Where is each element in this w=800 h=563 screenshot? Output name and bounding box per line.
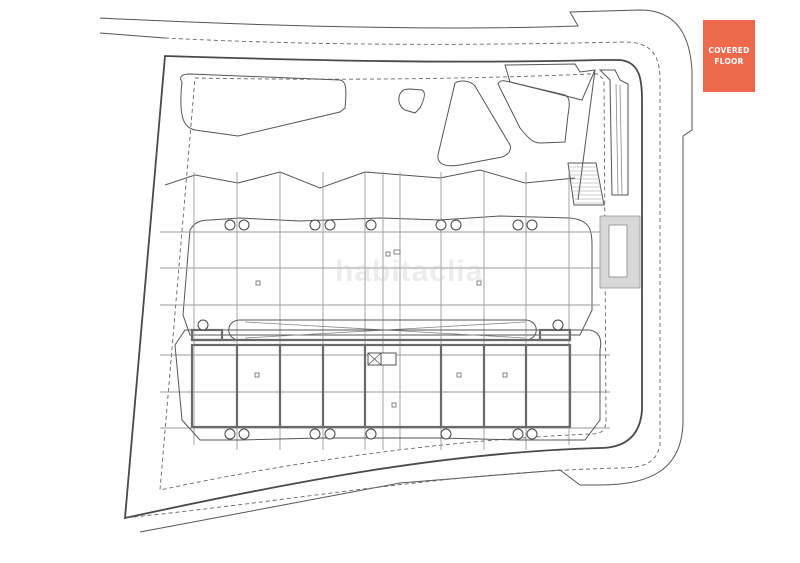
lower-block-outline xyxy=(174,329,602,441)
hatched-core xyxy=(599,215,641,289)
badge-line-1: COVERED xyxy=(708,46,750,55)
badge-line-2: FLOOR xyxy=(714,57,744,66)
elevator-core xyxy=(367,352,397,366)
planter-island-5 xyxy=(504,63,596,101)
planter-island-1 xyxy=(180,73,347,137)
ramp-strip xyxy=(598,69,629,196)
spiral-stairs xyxy=(197,219,564,440)
setback-line-outer xyxy=(123,37,661,519)
unit-walls xyxy=(190,328,572,429)
ramp-strip-lines xyxy=(615,83,623,196)
watermark-text: habitaclia xyxy=(335,255,484,288)
ramp-edge xyxy=(577,69,596,201)
planter-island-2 xyxy=(398,88,425,114)
site-edge-top-left xyxy=(99,32,166,39)
planter-island-3 xyxy=(437,80,511,167)
structural-grid xyxy=(160,172,610,450)
site-boundary-outer xyxy=(99,9,693,533)
planter-island-4 xyxy=(497,80,570,144)
site-boundary-main xyxy=(123,55,643,520)
stair-hatch xyxy=(567,162,605,206)
columns xyxy=(254,249,508,408)
canopy-edge xyxy=(164,169,576,189)
upper-slab-outline xyxy=(182,215,593,336)
covered-floor-badge: COVERED FLOOR xyxy=(703,20,755,92)
